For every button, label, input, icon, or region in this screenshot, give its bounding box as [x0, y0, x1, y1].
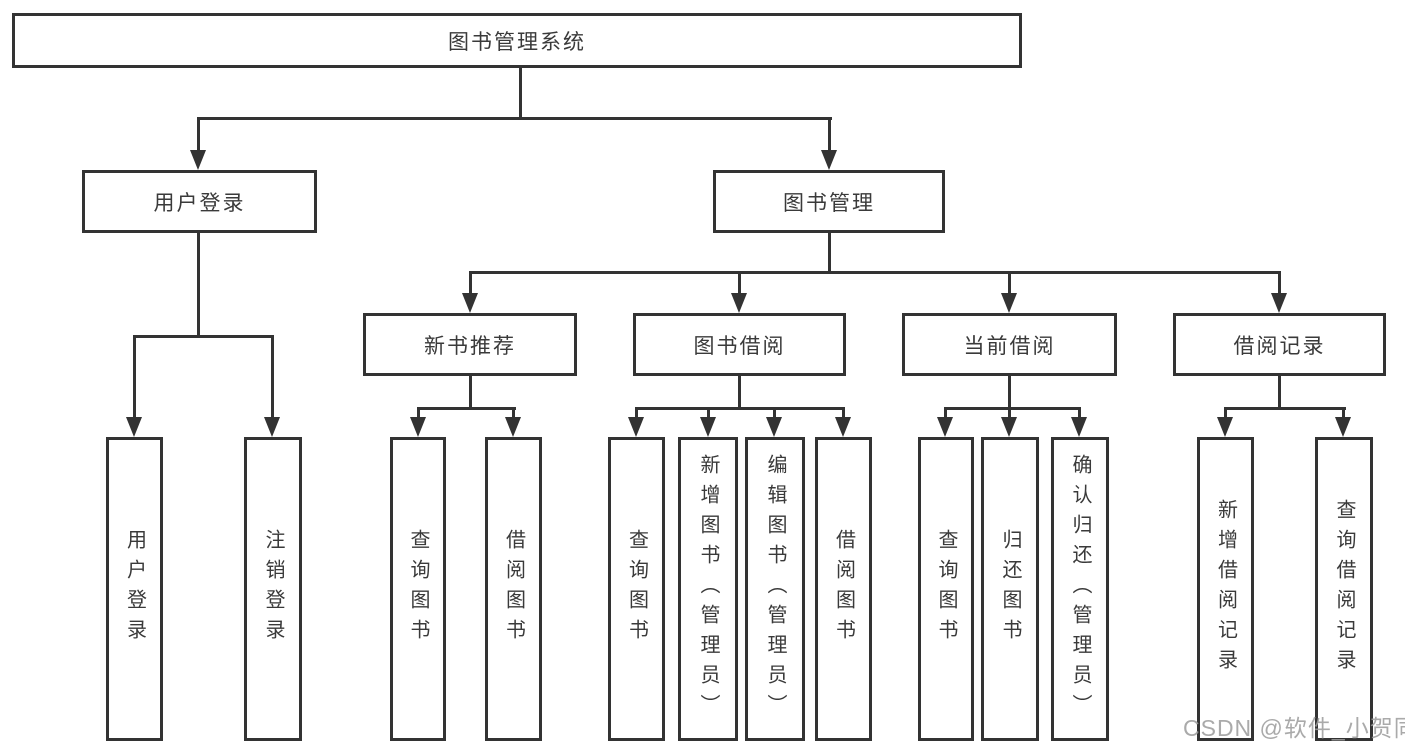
arrow-down-icon: [190, 150, 206, 170]
connector-drop: [842, 407, 845, 421]
node-user-login-label: 用户登录: [153, 191, 246, 215]
node-cb-return-books: 归还图书: [981, 437, 1039, 741]
node-cb-confirm-return-admin: 确认归还（管理员）: [1051, 437, 1109, 741]
connector-root-rail: [197, 117, 832, 120]
node-book-borrowing: 图书借阅: [633, 313, 846, 376]
arrow-down-icon: [1335, 417, 1351, 437]
connector-drop: [773, 407, 776, 421]
node-ul-user-login: 用户登录: [106, 437, 163, 741]
connector-drop: [1078, 407, 1081, 421]
node-br-add-borrow-record-label: 新增借阅记录: [1214, 499, 1237, 679]
connector-book-mgmt-stem: [828, 233, 831, 274]
node-book-borrowing-label: 图书借阅: [693, 334, 786, 358]
connector-drop: [1008, 407, 1011, 421]
connector-drop: [635, 407, 638, 421]
node-user-login: 用户登录: [82, 170, 317, 233]
node-nbr-query-books-label: 查询图书: [407, 529, 429, 649]
arrow-down-icon: [937, 417, 953, 437]
connector-borrow-record-rail: [1224, 407, 1346, 410]
node-ul-logout-label: 注销登录: [262, 529, 284, 649]
node-book-management: 图书管理: [713, 170, 945, 233]
node-borrow-records: 借阅记录: [1173, 313, 1386, 376]
connector-current-borrow-rail: [945, 407, 1081, 410]
arrow-down-icon: [462, 293, 478, 313]
node-bb-add-books-admin-label: 新增图书（管理员）: [697, 454, 719, 724]
arrow-down-icon: [264, 417, 280, 437]
connector-book-mgmt-drop: [828, 117, 831, 152]
node-nbr-borrow-books-label: 借阅图书: [502, 529, 525, 649]
node-cb-return-books-label: 归还图书: [999, 529, 1021, 649]
connector-new-book-rail: [417, 407, 516, 410]
connector-book-borrow-stem: [738, 376, 741, 410]
node-nbr-query-books: 查询图书: [390, 437, 446, 741]
connector-drop: [707, 407, 710, 421]
connector-book-borrow-rail: [635, 407, 845, 410]
arrow-down-icon: [1217, 417, 1233, 437]
csdn-watermark: CSDN @软件_小贺同学: [1183, 715, 1405, 741]
connector-drop: [271, 335, 274, 419]
arrow-down-icon: [505, 417, 521, 437]
connector-root-stem: [519, 68, 522, 120]
arrow-down-icon: [835, 417, 851, 437]
arrow-down-icon: [1001, 293, 1017, 313]
connector-drop: [1224, 407, 1227, 421]
arrow-down-icon: [1271, 293, 1287, 313]
arrow-down-icon: [766, 417, 782, 437]
arrow-down-icon: [1071, 417, 1087, 437]
node-borrow-records-label: 借阅记录: [1233, 334, 1326, 358]
node-br-query-borrow-record: 查询借阅记录: [1315, 437, 1373, 741]
node-bb-query-books: 查询图书: [608, 437, 665, 741]
connector-drop: [417, 407, 420, 421]
node-nbr-borrow-books: 借阅图书: [485, 437, 542, 741]
node-new-book-recommend-label: 新书推荐: [424, 334, 516, 358]
connector-drop: [133, 335, 136, 419]
node-br-query-borrow-record-label: 查询借阅记录: [1333, 499, 1355, 679]
node-bb-add-books-admin: 新增图书（管理员）: [678, 437, 738, 741]
connector-user-login-drop: [197, 117, 200, 152]
arrow-down-icon: [628, 417, 644, 437]
node-new-book-recommend: 新书推荐: [363, 313, 577, 376]
connector-drop: [1278, 271, 1281, 296]
connector-drop: [1342, 407, 1345, 421]
node-bb-edit-books-admin: 编辑图书（管理员）: [745, 437, 805, 741]
arrow-down-icon: [821, 150, 837, 170]
arrow-down-icon: [410, 417, 426, 437]
node-bb-query-books-label: 查询图书: [625, 529, 648, 649]
node-current-borrowing-label: 当前借阅: [963, 334, 1056, 358]
node-root-label: 图书管理系统: [448, 30, 586, 54]
connector-drop: [469, 271, 472, 296]
connector-current-borrow-stem: [1008, 376, 1011, 410]
connector-drop: [738, 271, 741, 296]
connector-borrow-record-stem: [1278, 376, 1281, 410]
node-bb-borrow-books: 借阅图书: [815, 437, 872, 741]
node-bb-borrow-books-label: 借阅图书: [832, 529, 855, 649]
node-ul-logout: 注销登录: [244, 437, 302, 741]
connector-new-book-stem: [469, 376, 472, 410]
node-cb-query-books-label: 查询图书: [935, 529, 957, 649]
node-ul-user-login-label: 用户登录: [123, 529, 146, 649]
connector-drop: [1008, 271, 1011, 296]
node-current-borrowing: 当前借阅: [902, 313, 1117, 376]
connector-drop: [944, 407, 947, 421]
connector-user-login-stem: [197, 233, 200, 338]
arrow-down-icon: [700, 417, 716, 437]
node-book-management-label: 图书管理: [783, 191, 875, 215]
arrow-down-icon: [1001, 417, 1017, 437]
node-root: 图书管理系统: [12, 13, 1022, 68]
node-br-add-borrow-record: 新增借阅记录: [1197, 437, 1254, 741]
arrow-down-icon: [126, 417, 142, 437]
connector-drop: [512, 407, 515, 421]
connector-user-login-rail: [133, 335, 274, 338]
arrow-down-icon: [731, 293, 747, 313]
node-cb-confirm-return-admin-label: 确认归还（管理员）: [1069, 454, 1091, 724]
connector-book-mgmt-rail: [469, 271, 1281, 274]
node-bb-edit-books-admin-label: 编辑图书（管理员）: [764, 454, 786, 724]
node-cb-query-books: 查询图书: [918, 437, 974, 741]
